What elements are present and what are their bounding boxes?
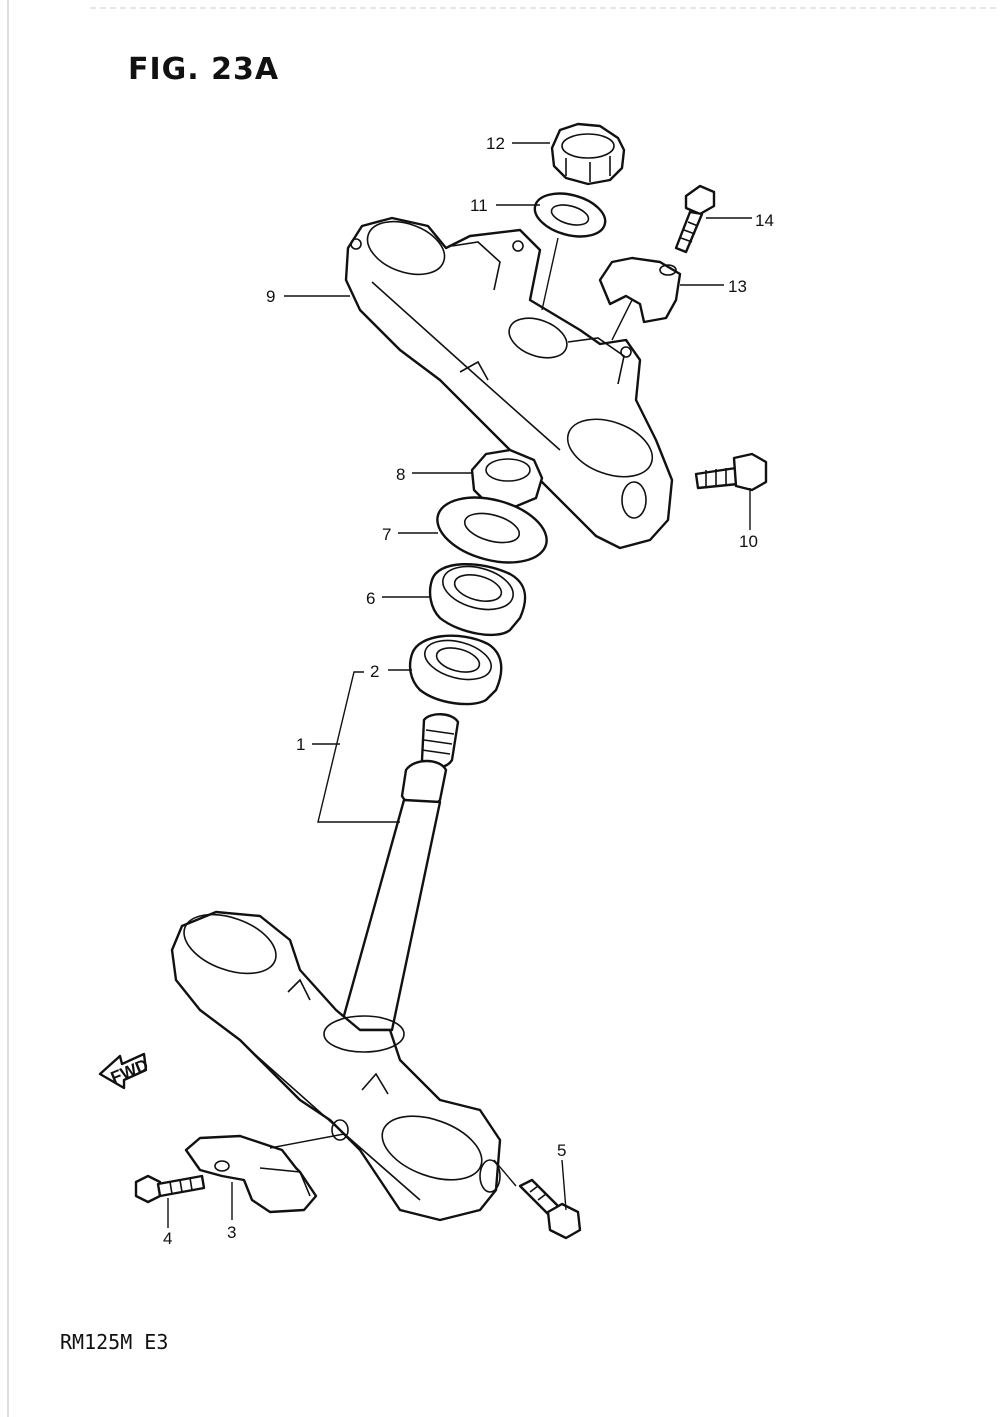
callout-13: 13 [728, 277, 747, 296]
part-10-bolt [694, 452, 768, 492]
callout-4: 4 [163, 1229, 172, 1248]
callout-7: 7 [382, 525, 391, 544]
leader-lines [167, 142, 752, 1228]
callout-12: 12 [486, 134, 505, 153]
model-code: RM125M E3 [60, 1330, 169, 1354]
callout-9: 9 [266, 287, 275, 306]
part-2-lower-bearing [408, 634, 503, 706]
fwd-direction-arrow: FWD [98, 1052, 151, 1090]
part-5-bolt [518, 1178, 582, 1240]
callout-2: 2 [370, 662, 379, 681]
callout-10: 10 [739, 532, 758, 551]
part-3-brake-hose-guide [184, 1133, 345, 1214]
part-4-bolt [134, 1174, 206, 1204]
callout-11: 11 [470, 196, 488, 215]
part-14-bolt [674, 184, 716, 254]
figure-title: FIG. 23A [128, 52, 280, 87]
callout-5: 5 [557, 1141, 566, 1160]
part-6-upper-bearing [428, 563, 527, 637]
part-7-dust-seal [436, 496, 548, 564]
part-9-upper-bracket [344, 216, 674, 550]
part-1-steering-stem [338, 713, 460, 1032]
part-11-washer [533, 192, 607, 238]
callout-3: 3 [227, 1223, 236, 1242]
callout-14: 14 [755, 211, 774, 230]
callout-8: 8 [396, 465, 405, 484]
callout-1: 1 [296, 735, 305, 754]
part-13-handlebar-holder [598, 256, 682, 324]
callout-6: 6 [366, 589, 375, 608]
part-12-stem-nut [550, 122, 626, 186]
